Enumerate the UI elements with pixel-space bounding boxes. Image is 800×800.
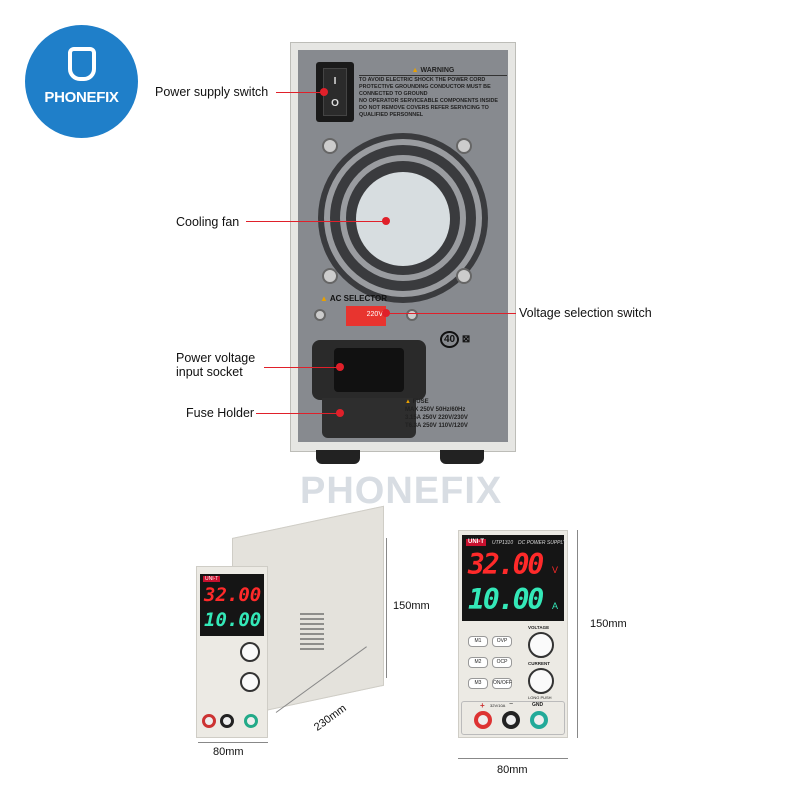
current-knob bbox=[240, 672, 260, 692]
dimension-line bbox=[198, 742, 268, 743]
watermark: PHONEFIX bbox=[300, 470, 503, 512]
dimension-line bbox=[458, 758, 568, 759]
callout-input-socket-2: input socket bbox=[176, 365, 243, 379]
warning-line: NO OPERATOR SERVICEABLE COMPONENTS INSID… bbox=[359, 98, 498, 104]
warning-line: CONNECTED TO GROUND bbox=[359, 91, 428, 97]
dim-depth: 230mm bbox=[311, 702, 349, 734]
dim-height-right: 150mm bbox=[590, 618, 627, 630]
voltage-selector-switch: 220V bbox=[346, 306, 386, 326]
foot bbox=[316, 450, 360, 464]
dimension-line bbox=[577, 530, 578, 738]
screw-icon bbox=[314, 309, 326, 321]
fuse-label: ▲ FUSE MAX 250V 50Hz/60Hz 3.15A 250V 220… bbox=[405, 399, 468, 429]
screw-icon bbox=[456, 138, 472, 154]
screw-icon bbox=[322, 138, 338, 154]
current-knob-label: CURRENT bbox=[528, 661, 550, 666]
ac-input-socket bbox=[312, 340, 426, 400]
warning-line: QUALIFIED PERSONNEL bbox=[359, 112, 424, 118]
m1-button[interactable]: M1 bbox=[468, 636, 488, 647]
warning-triangle-icon: ▲ bbox=[411, 67, 421, 74]
ovp-button[interactable]: OVP bbox=[492, 636, 512, 647]
voltage-knob[interactable] bbox=[528, 632, 554, 658]
voltage-knob bbox=[240, 642, 260, 662]
terminal-gnd[interactable] bbox=[530, 711, 548, 729]
callout-power-switch: Power supply switch bbox=[155, 85, 269, 99]
callout-line bbox=[386, 313, 516, 314]
voltage-knob-label: VOLTAGE bbox=[528, 625, 550, 630]
terminal-negative bbox=[220, 714, 234, 728]
phone-shield-icon bbox=[68, 47, 96, 81]
callout-fuse-holder: Fuse Holder bbox=[186, 406, 255, 420]
callout-line bbox=[276, 92, 324, 93]
callout-cooling-fan: Cooling fan bbox=[176, 215, 240, 229]
switch-off-mark: O bbox=[331, 98, 339, 109]
power-switch: I O bbox=[316, 62, 354, 122]
display-right: UNI-T UTP1310 DC POWER SUPPLY 32.00 V 10… bbox=[462, 535, 566, 621]
callout-dot bbox=[382, 217, 390, 225]
fuse-holder bbox=[322, 398, 416, 438]
warning-triangle-icon: ▲ bbox=[320, 294, 330, 303]
callout-dot bbox=[336, 409, 344, 417]
callout-input-socket-1: Power voltage bbox=[176, 351, 256, 365]
logo-text: PHONEFIX bbox=[44, 89, 119, 106]
ocp-button[interactable]: OCP bbox=[492, 657, 512, 668]
screw-icon bbox=[456, 268, 472, 284]
warning-title: ▲ WARNING bbox=[359, 66, 507, 76]
callout-dot bbox=[336, 363, 344, 371]
screw-icon bbox=[406, 309, 418, 321]
terminal-gnd bbox=[244, 714, 258, 728]
terminal-negative[interactable] bbox=[502, 711, 520, 729]
callout-line bbox=[264, 367, 340, 368]
current-knob[interactable] bbox=[528, 668, 554, 694]
long-push-label: LONG PUSH bbox=[528, 695, 552, 700]
screw-icon bbox=[322, 268, 338, 284]
warning-line: PROTECTIVE GROUNDING CONDUCTOR MUST BE bbox=[359, 84, 491, 90]
callout-line bbox=[256, 413, 340, 414]
m2-button[interactable]: M2 bbox=[468, 657, 488, 668]
callout-line bbox=[246, 221, 386, 222]
dim-width-right: 80mm bbox=[497, 764, 528, 776]
display-left: UNI-T 32.00 10.00 bbox=[200, 574, 264, 636]
switch-on-mark: I bbox=[333, 76, 337, 87]
on-off-button[interactable]: ON/OFF bbox=[492, 678, 512, 689]
dim-width-left: 80mm bbox=[213, 746, 244, 758]
foot bbox=[440, 450, 484, 464]
m3-button[interactable]: M3 bbox=[468, 678, 488, 689]
warning-line: TO AVOID ELECTRIC SHOCK THE POWER CORD bbox=[359, 77, 486, 83]
fan-hub bbox=[356, 172, 450, 266]
ac-selector-label: ▲ AC SELECTOR bbox=[320, 294, 388, 303]
vent-slots bbox=[300, 610, 324, 650]
environment-mark: 40 ⊠ bbox=[440, 331, 471, 348]
terminal-positive[interactable] bbox=[474, 711, 492, 729]
terminal-positive bbox=[202, 714, 216, 728]
callout-dot bbox=[382, 309, 390, 317]
phonefix-logo: PHONEFIX bbox=[25, 25, 138, 138]
warning-label: ▲ WARNING TO AVOID ELECTRIC SHOCK THE PO… bbox=[359, 66, 507, 119]
warning-line: DO NOT REMOVE COVERS REFER SERVICING TO bbox=[359, 105, 489, 111]
dim-height-left: 150mm bbox=[393, 600, 430, 612]
dimension-line bbox=[386, 538, 387, 678]
recycle-bin-icon: ⊠ bbox=[461, 334, 471, 345]
callout-voltage-selection: Voltage selection switch bbox=[519, 306, 652, 320]
output-terminal-area bbox=[461, 701, 565, 735]
callout-dot bbox=[320, 88, 328, 96]
